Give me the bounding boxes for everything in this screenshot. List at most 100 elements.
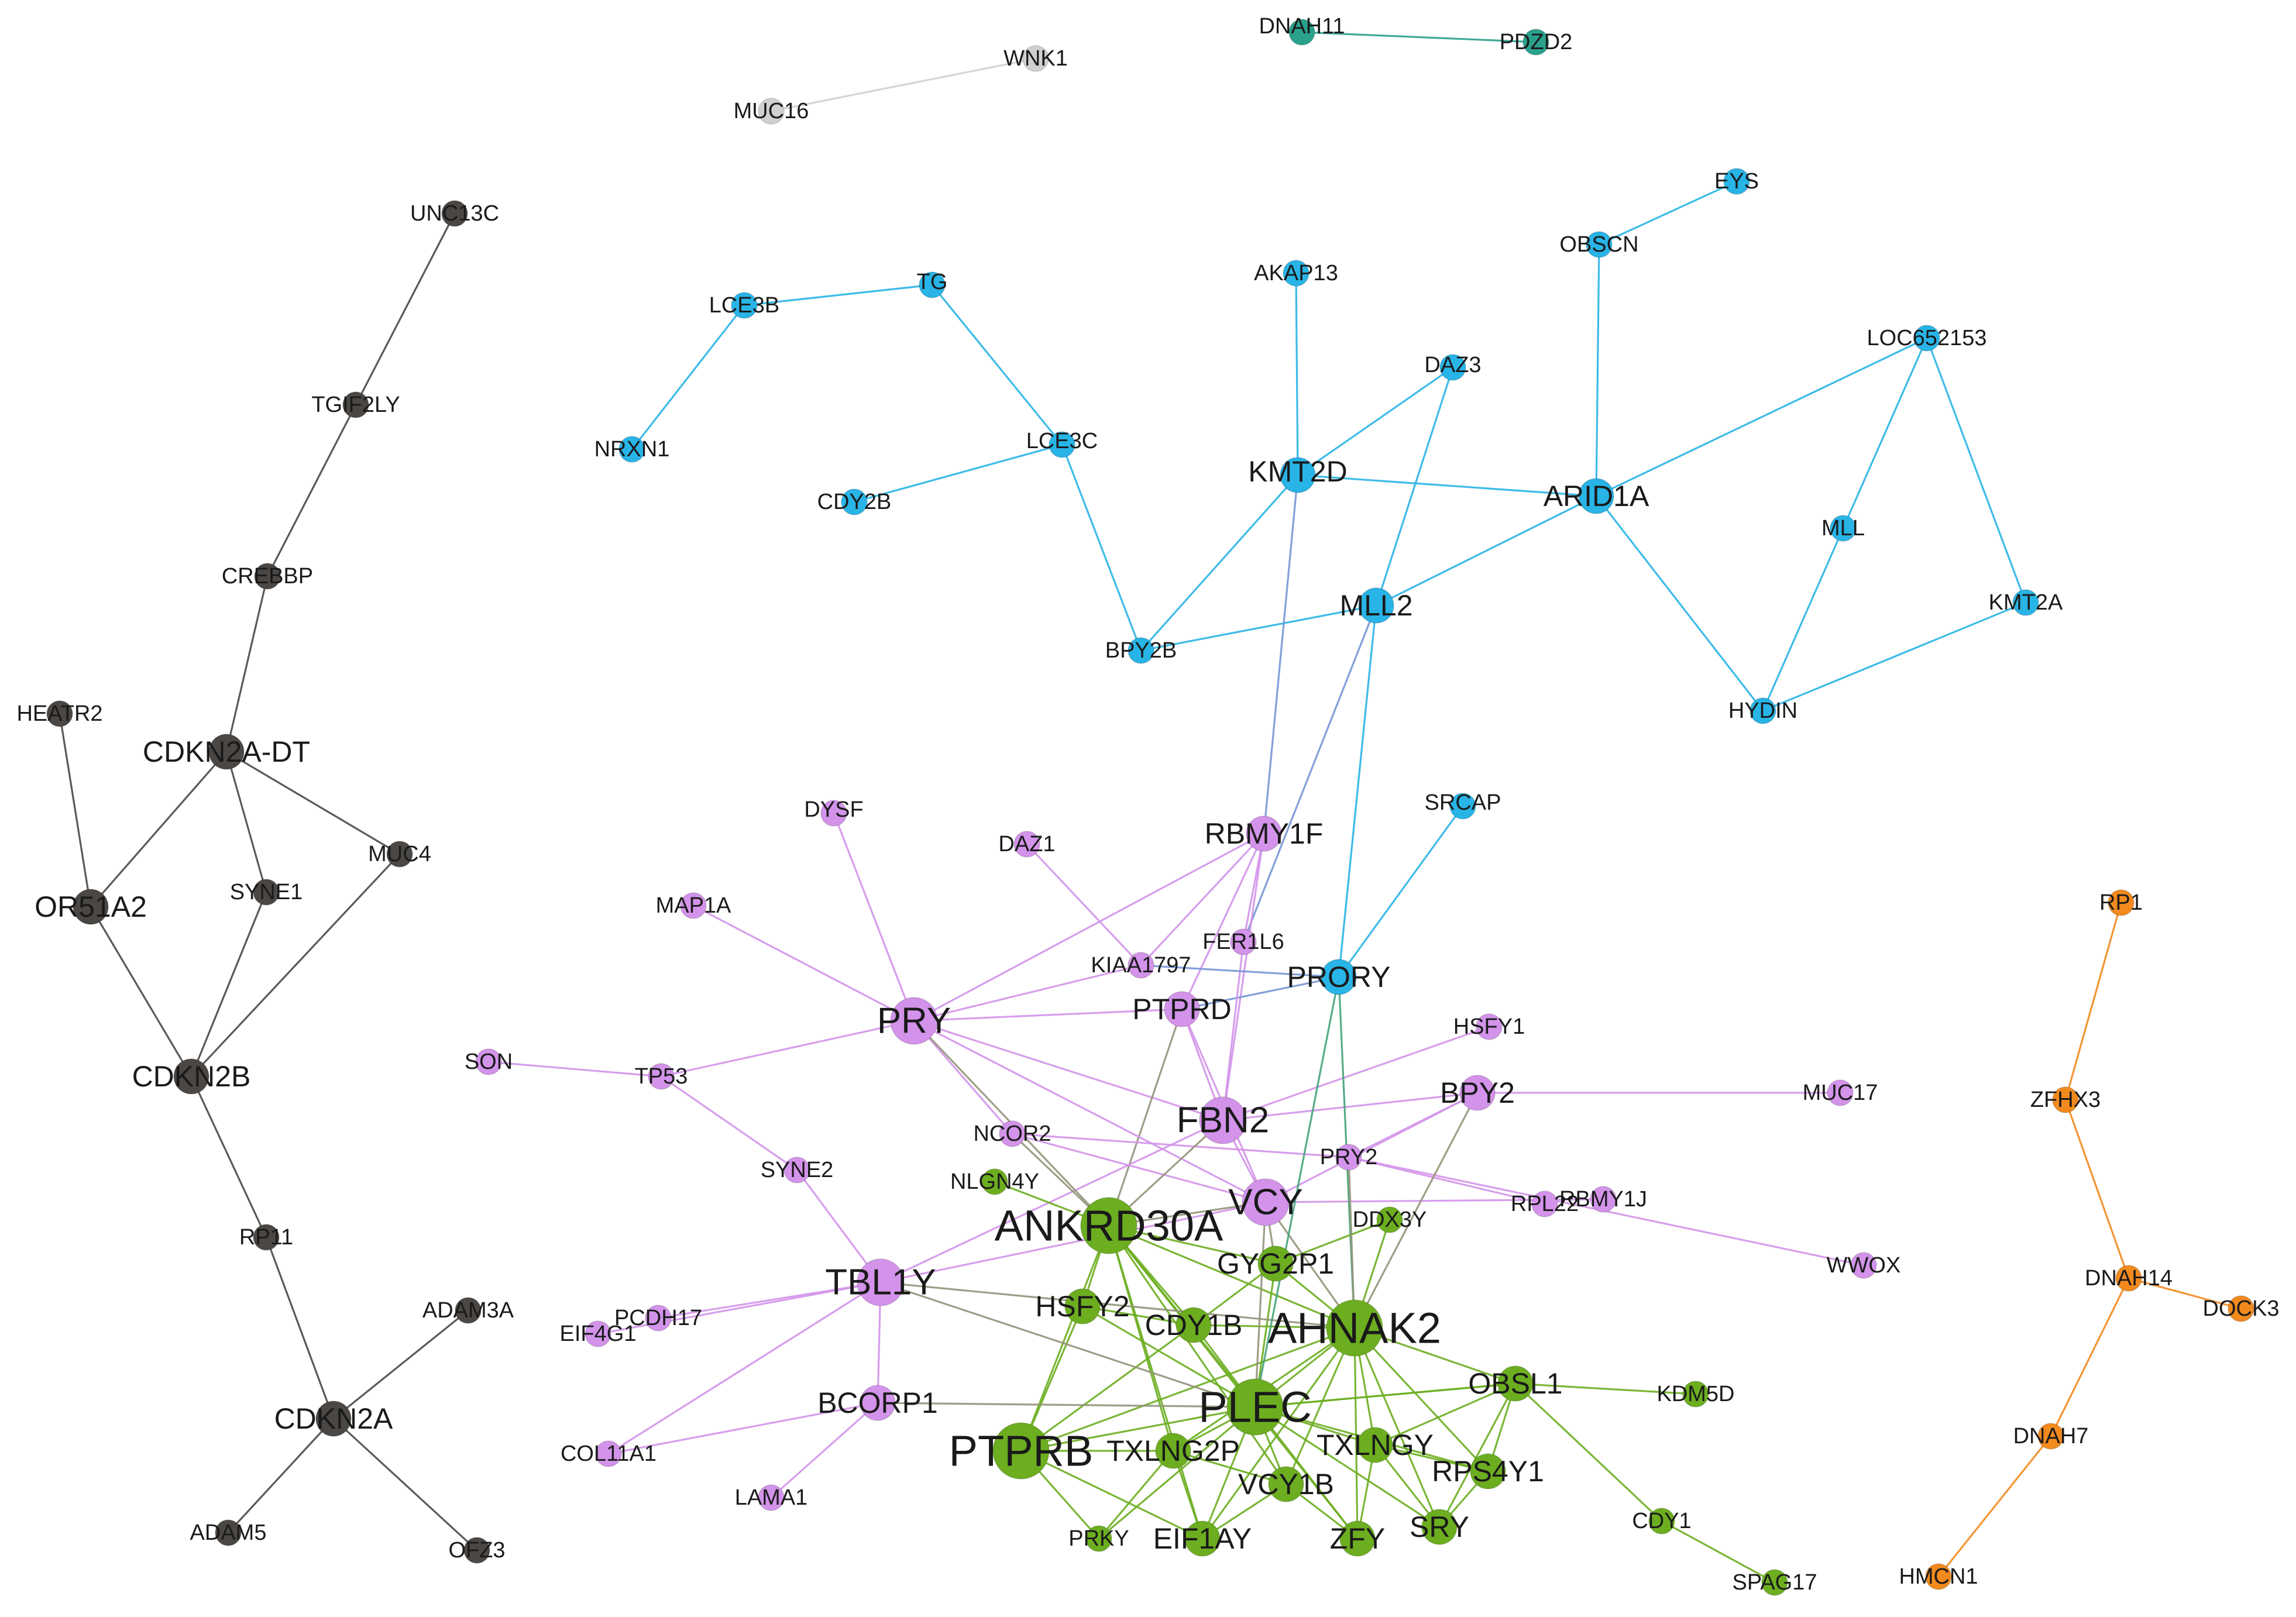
node-cdy2b[interactable] (841, 488, 868, 515)
node-muc4[interactable] (386, 841, 413, 868)
node-akap13[interactable] (1283, 260, 1309, 287)
node-mll[interactable] (1830, 515, 1857, 542)
node-daz1[interactable] (1013, 831, 1040, 858)
node-dnah11[interactable] (1288, 19, 1315, 46)
node-kiaa1797[interactable] (1128, 952, 1154, 979)
node-wnk1[interactable] (1022, 45, 1049, 72)
node-rbmy1j[interactable] (1590, 1186, 1617, 1213)
node-tp53[interactable] (648, 1063, 675, 1090)
node-gyg2p1[interactable] (1257, 1246, 1294, 1282)
node-vcy[interactable] (1242, 1178, 1290, 1226)
node-muc17[interactable] (1827, 1079, 1854, 1106)
node-obsl1[interactable] (1497, 1365, 1534, 1402)
node-muc16[interactable] (758, 98, 785, 125)
node-dnah7[interactable] (2037, 1423, 2064, 1450)
node-txlng2p[interactable] (1155, 1433, 1191, 1469)
node-hydin[interactable] (1750, 697, 1776, 724)
node-prky[interactable] (1085, 1525, 1112, 1552)
node-son[interactable] (475, 1048, 502, 1075)
node-dock3[interactable] (2228, 1295, 2254, 1322)
node-label-eys: EYS (1714, 169, 1759, 194)
node-eif4g1[interactable] (585, 1320, 611, 1347)
node-tbl1y[interactable] (857, 1258, 905, 1306)
node-ptprd[interactable] (1164, 991, 1200, 1027)
node-dnah14[interactable] (2115, 1265, 2142, 1292)
node-kmt2d[interactable] (1280, 457, 1316, 493)
node-vcy1b[interactable] (1268, 1466, 1304, 1502)
node-rpl22[interactable] (1531, 1191, 1558, 1217)
node-txlngy[interactable] (1357, 1427, 1393, 1463)
node-bpy2b[interactable] (1128, 637, 1154, 664)
node-ofz3[interactable] (463, 1537, 490, 1564)
node-fer1l6[interactable] (1230, 928, 1257, 955)
node-ptprb[interactable] (992, 1422, 1050, 1480)
node-unc13c[interactable] (441, 200, 468, 227)
node-pry2[interactable] (1335, 1144, 1362, 1171)
node-heatr2[interactable] (46, 700, 73, 727)
node-srcap[interactable] (1449, 793, 1476, 820)
node-pcdh17[interactable] (645, 1305, 672, 1332)
node-wwox[interactable] (1850, 1252, 1877, 1279)
node-syne1[interactable] (253, 879, 280, 906)
node-rps4y1[interactable] (1470, 1453, 1506, 1489)
node-prory[interactable] (1321, 959, 1357, 995)
node-mll2[interactable] (1358, 587, 1394, 624)
node-adam5[interactable] (215, 1519, 242, 1546)
node-label-ahnak2: AHNAK2 (1268, 1304, 1441, 1353)
node-bcorp1[interactable] (860, 1385, 896, 1421)
node-arid1a[interactable] (1578, 478, 1614, 514)
node-obscn[interactable] (1586, 231, 1613, 258)
node-pry[interactable] (890, 997, 938, 1045)
node-rbmy1f[interactable] (1246, 816, 1282, 852)
node-lce3b[interactable] (731, 292, 758, 319)
node-cdy1[interactable] (1648, 1508, 1675, 1535)
node-tg[interactable] (919, 271, 946, 298)
node-eys[interactable] (1723, 168, 1750, 195)
node-fbn2[interactable] (1199, 1096, 1247, 1144)
node-cdkn2b[interactable] (173, 1058, 209, 1095)
node-cdkn2a-dt[interactable] (208, 734, 245, 770)
node-zfy[interactable] (1339, 1520, 1376, 1557)
edge-ahnak2-zfy (1353, 1327, 1359, 1539)
node-hsfy1[interactable] (1476, 1013, 1503, 1040)
node-rp1[interactable] (2108, 889, 2135, 916)
edge-plec-hsfy2 (1082, 1305, 1256, 1408)
node-ddx3y[interactable] (1376, 1206, 1403, 1233)
node-loc652153[interactable] (1913, 325, 1940, 352)
node-pdzd2[interactable] (1522, 29, 1549, 56)
node-nrxn1[interactable] (618, 436, 645, 463)
node-tgif2ly[interactable] (342, 391, 369, 418)
node-cdkn2a[interactable] (315, 1401, 352, 1437)
node-map1a[interactable] (680, 892, 707, 919)
node-ahnak2[interactable] (1326, 1299, 1383, 1357)
node-spag17[interactable] (1761, 1569, 1788, 1596)
node-eif1ay[interactable] (1184, 1520, 1221, 1557)
node-zfhx3[interactable] (2052, 1086, 2079, 1113)
node-col11a1[interactable] (595, 1440, 622, 1467)
node-lama1[interactable] (758, 1484, 785, 1511)
node-kmt2a[interactable] (2012, 589, 2039, 616)
node-ankrd30a[interactable] (1080, 1197, 1137, 1254)
node-adam3a[interactable] (455, 1297, 482, 1324)
node-daz3[interactable] (1439, 354, 1466, 381)
node-dysf[interactable] (820, 800, 847, 827)
node-syne2[interactable] (783, 1157, 810, 1183)
node-crebbp[interactable] (254, 563, 281, 590)
node-hmcn1[interactable] (1925, 1563, 1952, 1590)
node-bpy2[interactable] (1459, 1075, 1496, 1111)
node-cdy1b[interactable] (1176, 1307, 1212, 1343)
edge-bpy2b-kmt2d (1140, 474, 1299, 652)
node-ncor2[interactable] (999, 1120, 1026, 1147)
node-lce3c[interactable] (1049, 431, 1075, 458)
edge-syne1-cdkn2b (190, 892, 267, 1077)
node-label-prky: PRKY (1068, 1526, 1129, 1551)
node-rp11[interactable] (253, 1224, 280, 1251)
node-sry[interactable] (1421, 1509, 1458, 1545)
node-label-muc16: MUC16 (734, 99, 809, 123)
node-kdm5d[interactable] (1682, 1381, 1709, 1408)
node-plec[interactable] (1226, 1378, 1284, 1436)
node-nlgn4y[interactable] (981, 1168, 1008, 1195)
node-or51a2[interactable] (73, 889, 109, 925)
node-hsfy2[interactable] (1064, 1288, 1101, 1324)
